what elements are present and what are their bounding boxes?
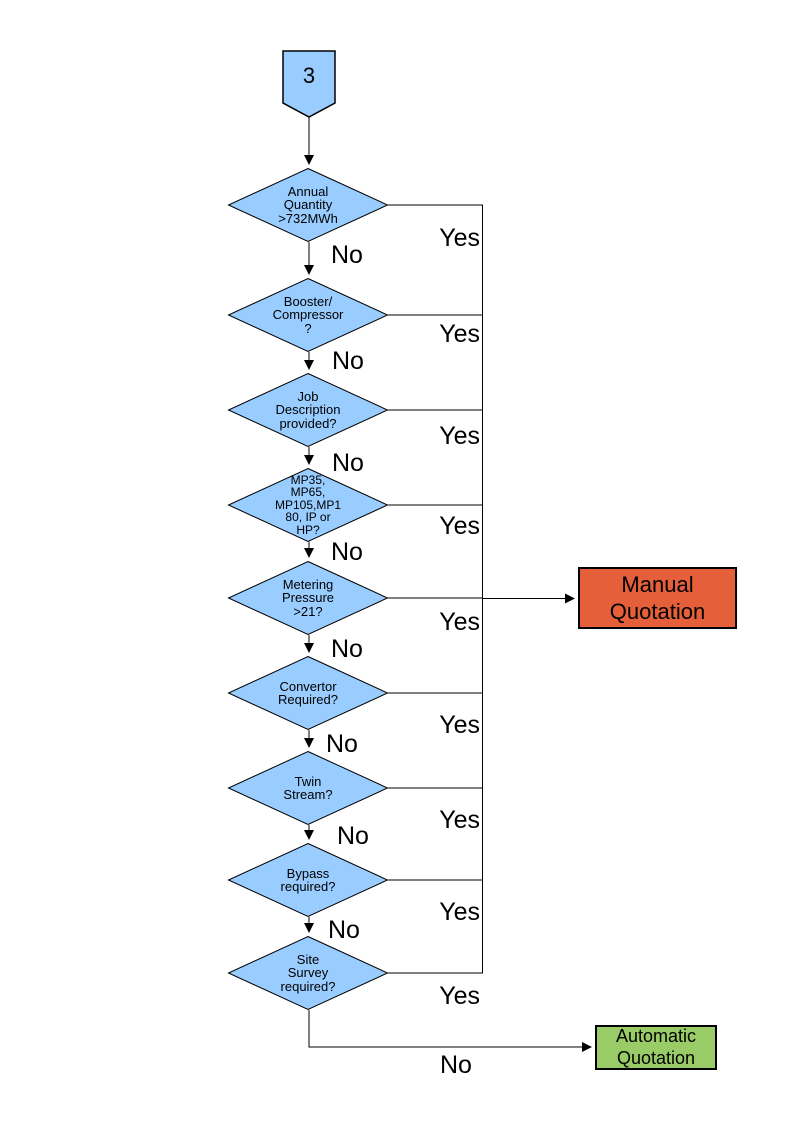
decision-label: Site Survey required?	[280, 951, 336, 994]
outcome-automatic-quotation: Automatic Quotation	[595, 1025, 717, 1070]
decision-metering-pressure: Metering Pressure >21?	[227, 560, 389, 636]
decision-twin-stream: Twin Stream?	[227, 750, 389, 826]
yes-label: Yes	[439, 224, 480, 252]
decision-label: Bypass required?	[280, 865, 336, 894]
yes-label: Yes	[439, 806, 480, 834]
yes-label: Yes	[439, 898, 480, 926]
decision-booster-compressor: Booster/ Compressor ?	[227, 277, 389, 353]
no-label: No	[331, 538, 363, 566]
decision-label: Booster/ Compressor ?	[272, 293, 344, 336]
yes-label: Yes	[439, 608, 480, 636]
pentagon-shape	[282, 50, 336, 118]
no-label: No	[337, 822, 369, 850]
decision-label: Twin Stream?	[283, 773, 333, 802]
decision-site-survey: Site Survey required?	[227, 935, 389, 1011]
outcome-manual-quotation: Manual Quotation	[578, 567, 737, 629]
no-label: No	[332, 449, 364, 477]
yes-label: Yes	[439, 982, 480, 1010]
no-label: No	[332, 347, 364, 375]
decision-label: Annual Quantity >732MWh	[278, 183, 338, 226]
diamond-shape	[227, 277, 389, 353]
offpage-connector-shape	[282, 50, 336, 118]
yes-label: Yes	[439, 512, 480, 540]
offpage-connector-label: 3	[302, 63, 316, 88]
no-label: No	[331, 241, 363, 269]
yes-label: Yes	[439, 320, 480, 348]
diamond-shape	[227, 655, 389, 731]
no-label: No	[328, 916, 360, 944]
edge-to-automatic	[308, 1010, 592, 1052]
diamond-shape	[227, 560, 389, 636]
yes-label: Yes	[439, 422, 480, 450]
no-label: No	[331, 635, 363, 663]
yes-label: Yes	[439, 711, 480, 739]
decision-label: Convertor Required?	[278, 678, 338, 707]
decision-label: MP35, MP65, MP105,MP1 80, IP or HP?	[274, 473, 342, 537]
diamond-shape	[227, 467, 389, 543]
diamond-shape	[227, 935, 389, 1011]
decision-annual-quantity: Annual Quantity >732MWh	[227, 167, 389, 243]
no-label: No	[326, 730, 358, 758]
diamond-shape	[227, 167, 389, 243]
diamond-shape	[227, 750, 389, 826]
diamond-shape	[227, 372, 389, 448]
decision-label: Job Description provided?	[275, 388, 341, 431]
decision-job-description: Job Description provided?	[227, 372, 389, 448]
no-label: No	[440, 1051, 472, 1079]
decision-convertor-required: Convertor Required?	[227, 655, 389, 731]
diamond-shape	[227, 842, 389, 918]
decision-bypass-required: Bypass required?	[227, 842, 389, 918]
decision-meter-module: MP35, MP65, MP105,MP1 80, IP or HP?	[227, 467, 389, 543]
offpage-connector-3: 3	[282, 50, 336, 118]
decision-label: Metering Pressure >21?	[281, 576, 335, 619]
